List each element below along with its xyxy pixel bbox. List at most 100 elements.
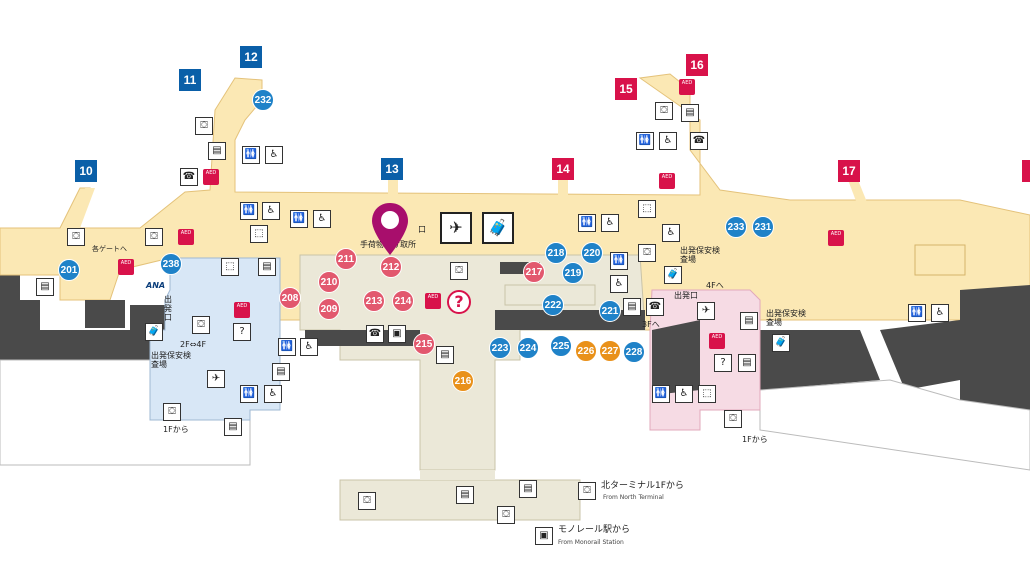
elevator-icon: ▤ — [224, 418, 242, 436]
aed-icon: AED — [117, 258, 135, 276]
help-icon: ? — [447, 290, 471, 314]
shop-224[interactable]: 224 — [517, 337, 539, 359]
aed-icon: AED — [233, 301, 251, 319]
shop-228[interactable]: 228 — [623, 341, 645, 363]
aed-icon: AED — [202, 168, 220, 186]
shop-221[interactable]: 221 — [599, 300, 621, 322]
smoking-icon: ⬚ — [638, 200, 656, 218]
from-monorail-en-label: From Monorail Station — [558, 539, 624, 546]
gate-10[interactable]: 10 — [75, 160, 97, 182]
from-north-terminal-label: 北ターミナル1Fから — [601, 481, 684, 491]
elevator-icon: ▤ — [436, 346, 454, 364]
departures-icon: ✈ — [207, 370, 225, 388]
gate-16[interactable]: 16 — [686, 54, 708, 76]
escalator-icon: ⛋ — [67, 228, 85, 246]
accessible-icon: ♿ — [659, 132, 677, 150]
gate-direction-label: 各ゲートへ — [92, 245, 127, 253]
shop-222[interactable]: 222 — [542, 294, 564, 316]
shop-232[interactable]: 232 — [252, 89, 274, 111]
shop-227[interactable]: 227 — [599, 340, 621, 362]
shop-215[interactable]: 215 — [413, 333, 435, 355]
aed-icon: AED — [708, 332, 726, 350]
escalator-icon: ⛋ — [638, 244, 656, 262]
elevator-icon: ▤ — [738, 354, 756, 372]
from-1f-label: 1Fから — [163, 425, 189, 434]
shop-216[interactable]: 216 — [452, 370, 474, 392]
shop-238[interactable]: 238 — [160, 253, 182, 275]
escalator-icon: ⛋ — [497, 506, 515, 524]
gate-13[interactable]: 13 — [381, 158, 403, 180]
accessible-icon: ♿ — [262, 202, 280, 220]
shop-218[interactable]: 218 — [545, 242, 567, 264]
shop-211[interactable]: 211 — [335, 248, 357, 270]
phone-icon: ☎ — [690, 132, 708, 150]
to-3f-label: 3Fへ — [642, 320, 660, 329]
elevator-icon: ▤ — [208, 142, 226, 160]
baggage-icon: 🧳 — [664, 266, 682, 284]
from-monorail-label: モノレール駅から — [558, 525, 631, 535]
shop-209[interactable]: 209 — [318, 298, 340, 320]
aed-icon: AED — [424, 292, 442, 310]
smoking-icon: ⬚ — [221, 258, 239, 276]
security-check-label: 出発保安検査場 — [151, 351, 191, 369]
shop-213[interactable]: 213 — [363, 290, 385, 312]
baggage-icon: 🧳 — [482, 212, 514, 244]
departure-exit-right-label: 出発口 — [674, 291, 698, 300]
shop-217[interactable]: 217 — [523, 261, 545, 283]
shop-225[interactable]: 225 — [550, 335, 572, 357]
aed-icon: AED — [827, 229, 845, 247]
aed-icon: AED — [658, 172, 676, 190]
help-icon: ? — [714, 354, 732, 372]
phone-icon: ☎ — [366, 325, 384, 343]
restroom-icon: 🚻 — [278, 338, 296, 356]
phone-icon: ☎ — [646, 298, 664, 316]
escalator-icon: ⛋ — [655, 102, 673, 120]
accessible-icon: ♿ — [662, 224, 680, 242]
elevator-icon: ▤ — [623, 298, 641, 316]
escalator-icon: ⛋ — [450, 262, 468, 280]
shop-231[interactable]: 231 — [752, 216, 774, 238]
shop-220[interactable]: 220 — [581, 242, 603, 264]
aed-icon: AED — [678, 78, 696, 96]
elevator-icon: ▤ — [272, 363, 290, 381]
shop-212[interactable]: 212 — [380, 256, 402, 278]
shop-226[interactable]: 226 — [575, 340, 597, 362]
shop-210[interactable]: 210 — [318, 271, 340, 293]
escalator-icon: ⛋ — [724, 410, 742, 428]
escalator-icon: ⛋ — [163, 403, 181, 421]
escalator-icon: ⛋ — [192, 316, 210, 334]
shop-214[interactable]: 214 — [392, 290, 414, 312]
accessible-icon: ♿ — [601, 214, 619, 232]
shop-223[interactable]: 223 — [489, 337, 511, 359]
elevator-icon: ▤ — [519, 480, 537, 498]
gate-14[interactable]: 14 — [552, 158, 574, 180]
escalator-icon: ⛋ — [578, 482, 596, 500]
gate-12[interactable]: 12 — [240, 46, 262, 68]
shop-219[interactable]: 219 — [562, 262, 584, 284]
gate-11[interactable]: 11 — [179, 69, 201, 91]
gate-18-partial[interactable] — [1022, 160, 1030, 182]
escalator-icon: ⛋ — [195, 117, 213, 135]
restroom-icon: 🚻 — [240, 385, 258, 403]
security-check-right-label-2: 出発保安検査場 — [766, 309, 806, 327]
restroom-icon: 🚻 — [652, 385, 670, 403]
gate-15[interactable]: 15 — [615, 78, 637, 100]
restroom-icon: 🚻 — [240, 202, 258, 220]
shop-201[interactable]: 201 — [58, 259, 80, 281]
entrance-label: 口 — [418, 225, 426, 234]
restroom-icon: 🚻 — [636, 132, 654, 150]
restroom-icon: 🚻 — [242, 146, 260, 164]
escalator-icon: ⛋ — [145, 228, 163, 246]
location-pin-icon[interactable] — [370, 201, 410, 257]
shop-208[interactable]: 208 — [279, 287, 301, 309]
restroom-icon: 🚻 — [290, 210, 308, 228]
accessible-icon: ♿ — [300, 338, 318, 356]
gate-17[interactable]: 17 — [838, 160, 860, 182]
accessible-icon: ♿ — [931, 304, 949, 322]
accessible-icon: ♿ — [610, 275, 628, 293]
shop-233[interactable]: 233 — [725, 216, 747, 238]
departures-icon: ✈ — [440, 212, 472, 244]
elevator-icon: ▤ — [740, 312, 758, 330]
monorail-icon: ▣ — [535, 527, 553, 545]
